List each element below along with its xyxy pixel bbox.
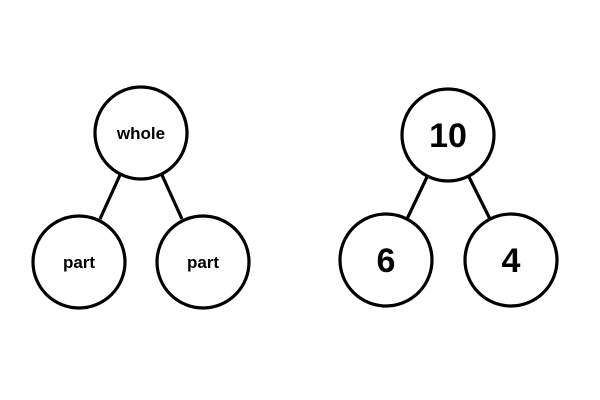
right-part-node: 4 — [463, 212, 559, 308]
left-part-node: part — [31, 214, 127, 310]
whole-node: 10 — [400, 87, 496, 183]
edge-whole-to-left-part — [405, 176, 429, 220]
example-number-bond: 10 6 4 — [338, 87, 559, 308]
left-part-node: 6 — [338, 212, 434, 308]
edge-whole-to-left-part — [98, 174, 122, 220]
whole-label: whole — [116, 124, 165, 143]
generic-number-bond: whole part part — [31, 85, 251, 310]
edge-whole-to-right-part — [160, 174, 184, 220]
right-part-label: 4 — [502, 242, 521, 280]
right-part-node: part — [155, 214, 251, 310]
whole-label: 10 — [429, 117, 467, 155]
left-part-label: 6 — [377, 242, 396, 280]
edge-whole-to-right-part — [467, 176, 492, 220]
right-part-label: part — [187, 253, 219, 272]
whole-node: whole — [93, 85, 189, 181]
left-part-label: part — [63, 253, 95, 272]
